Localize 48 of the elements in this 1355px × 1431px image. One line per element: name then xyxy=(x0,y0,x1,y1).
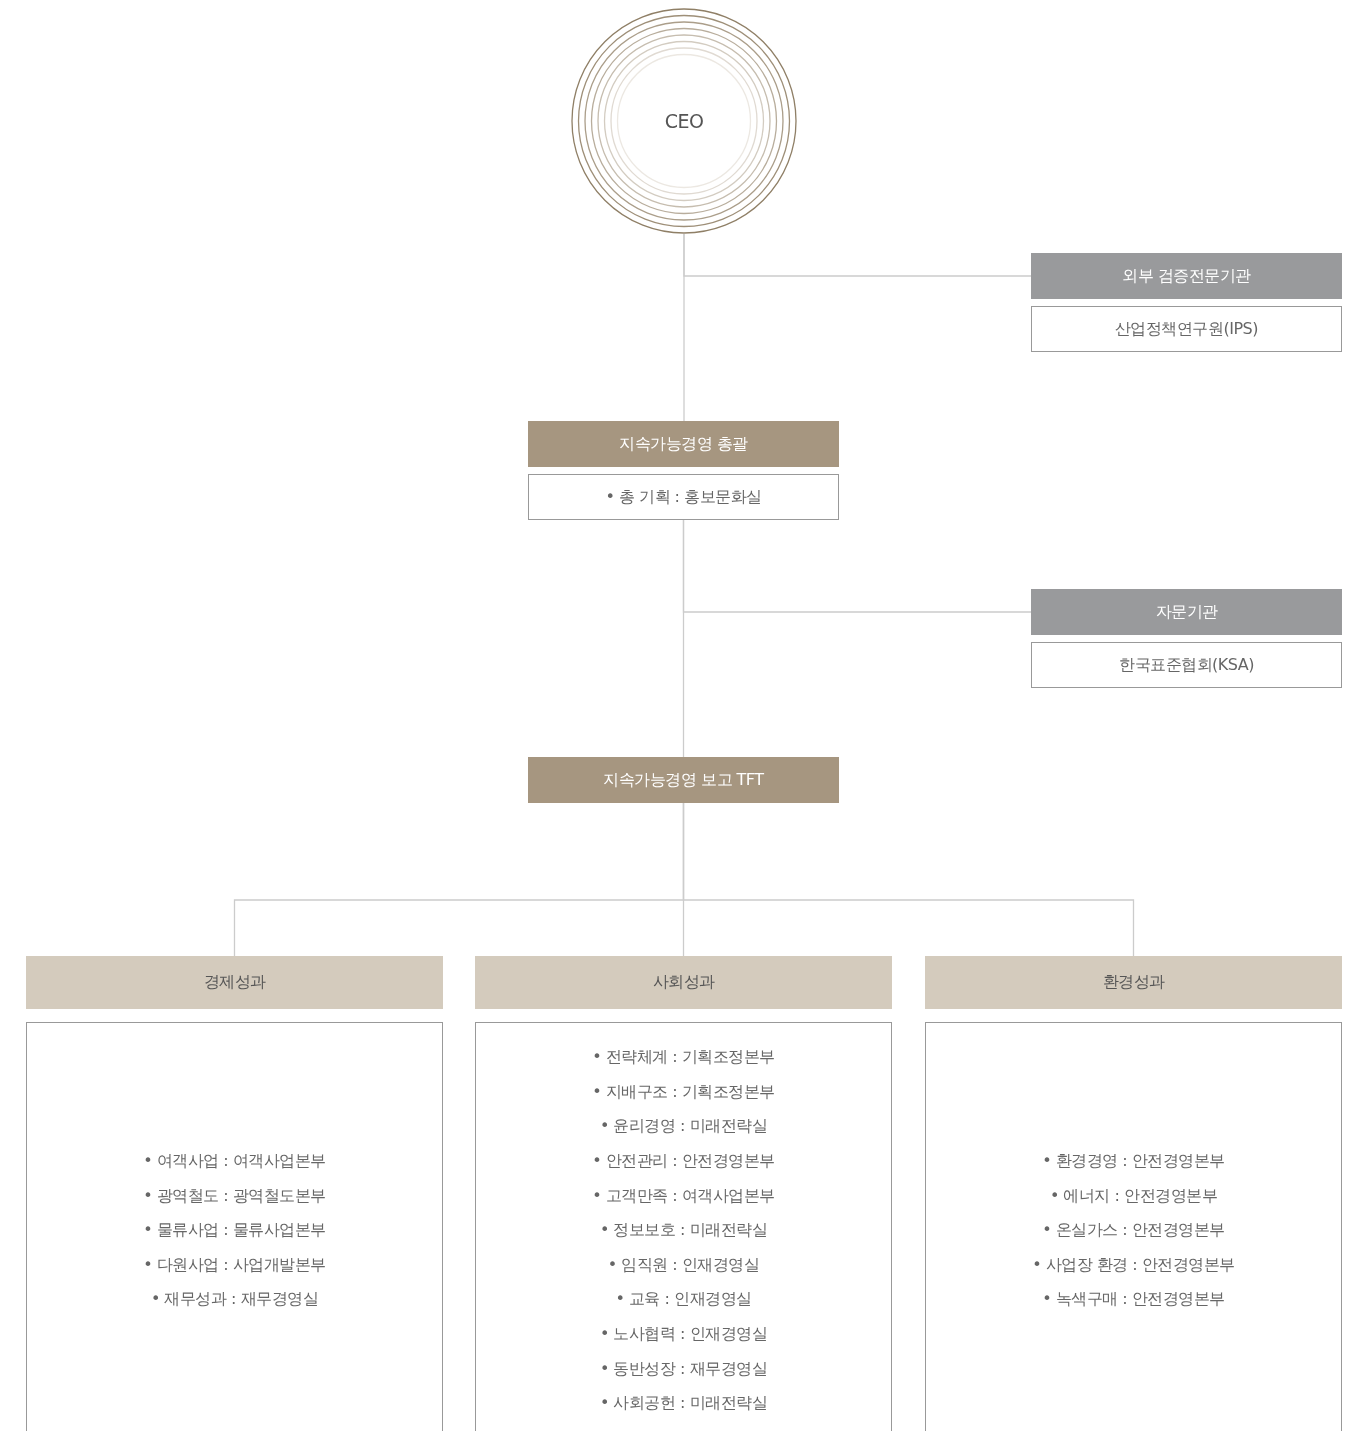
connector-line xyxy=(682,802,1135,957)
header-box xyxy=(528,421,839,467)
list-item: • 임직원 : 인재경영실 xyxy=(607,1253,760,1276)
header-box xyxy=(1031,589,1342,635)
node-label: CEO xyxy=(664,110,704,132)
box-label: 자문기관 xyxy=(1155,601,1218,623)
org-box xyxy=(528,474,839,520)
category-header xyxy=(475,956,892,1009)
list-item: • 지배구조 : 기획조정본부 xyxy=(592,1080,775,1103)
list-item: • 사회공헌 : 미래전략실 xyxy=(599,1392,768,1415)
header-box xyxy=(1031,253,1342,299)
box-label: 산업정책연구원(IPS) xyxy=(1115,318,1258,340)
connector-line xyxy=(683,233,1032,277)
list-item: • 다원사업 : 사업개발본부 xyxy=(143,1253,326,1276)
connector-line xyxy=(682,519,1032,613)
list-panel xyxy=(26,1022,443,1431)
list-item: • 정보보호 : 미래전략실 xyxy=(599,1219,768,1242)
list-item: • 윤리경영 : 미래전략실 xyxy=(599,1115,768,1138)
list-item: • 안전관리 : 안전경영본부 xyxy=(592,1150,775,1172)
list-item: • 여객사업 : 여객사업본부 xyxy=(143,1150,326,1172)
box-label: 사회성과 xyxy=(652,972,715,993)
list-item: • 환경경영 : 안전경영본부 xyxy=(1042,1150,1225,1172)
list-item: • 물류사업 : 물류사업본부 xyxy=(143,1219,326,1242)
list-item: • 온실가스 : 안전경영본부 xyxy=(1042,1219,1225,1242)
box-label: 경제성과 xyxy=(203,972,266,993)
list-item: • 녹색구매 : 안전경영본부 xyxy=(1042,1288,1225,1311)
list-panel xyxy=(925,1022,1342,1431)
list-item: • 광역철도 : 광역철도본부 xyxy=(143,1184,326,1207)
list-item: • 전략체계 : 기획조정본부 xyxy=(592,1046,775,1069)
box-label: 지속가능경영 총괄 xyxy=(619,433,748,455)
list-item: • 노사협력 : 인재경영실 xyxy=(599,1323,768,1345)
header-box xyxy=(528,757,839,803)
category-header xyxy=(26,956,443,1009)
list-item: • 교육 : 인재경영실 xyxy=(615,1288,752,1311)
box-label: • 총 기획 : 홍보문화실 xyxy=(605,486,762,508)
org-box xyxy=(1031,642,1342,688)
list-item: • 사업장 환경 : 안전경영본부 xyxy=(1032,1253,1235,1276)
box-label: 환경성과 xyxy=(1102,972,1165,993)
list-item: • 재무성과 : 재무경영실 xyxy=(150,1288,319,1311)
box-label: 외부 검증전문기관 xyxy=(1122,265,1251,287)
list-item: • 고객만족 : 여객사업본부 xyxy=(592,1184,775,1207)
box-label: 지속가능경영 보고 TFT xyxy=(603,769,764,791)
list-item: • 에너지 : 안전경영본부 xyxy=(1049,1184,1218,1207)
category-header xyxy=(925,956,1342,1009)
org-box xyxy=(1031,306,1342,352)
list-panel xyxy=(475,1022,892,1431)
list-item: • 동반성장 : 재무경영실 xyxy=(599,1357,768,1380)
box-label: 한국표준협회(KSA) xyxy=(1119,654,1254,676)
